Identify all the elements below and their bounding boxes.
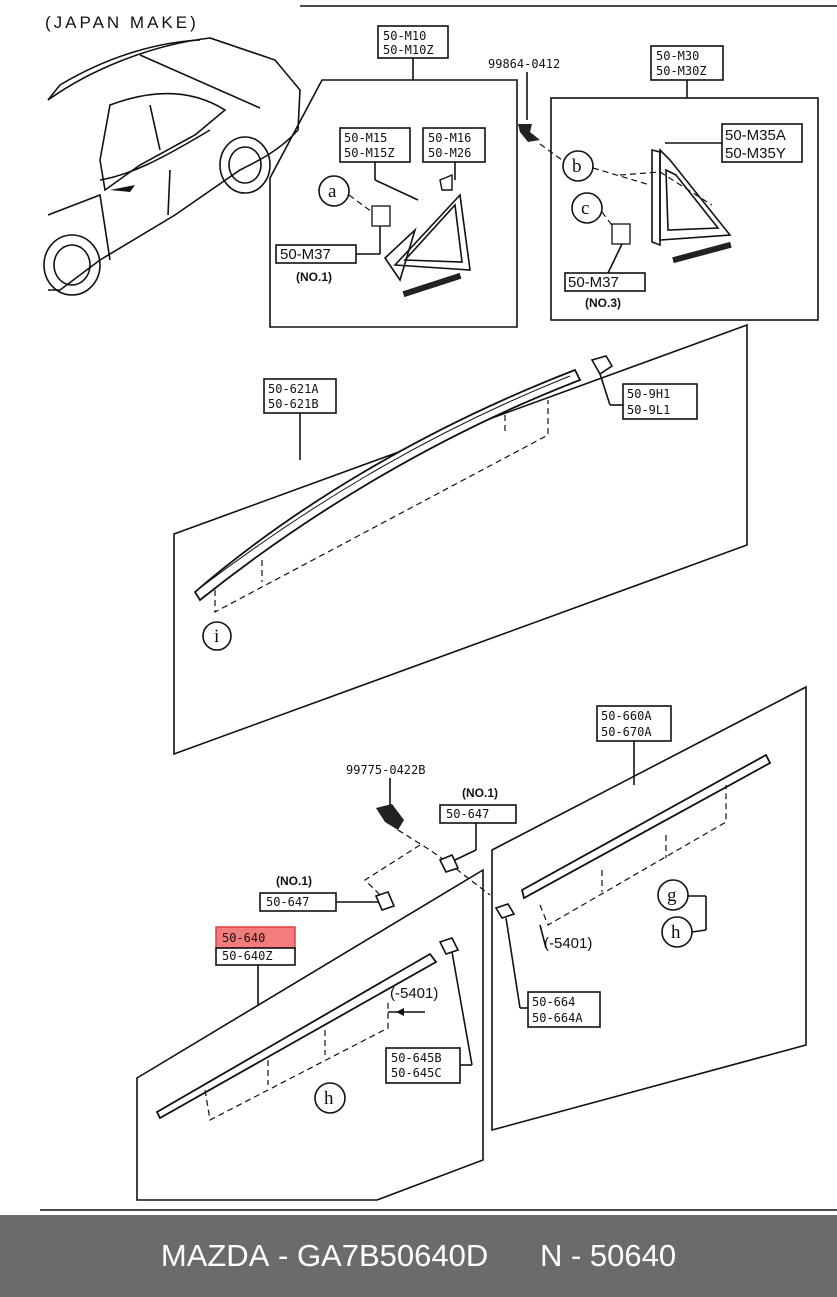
label-50-m35y: 50-M35Y	[725, 145, 786, 162]
callout-c: c	[581, 198, 589, 219]
label-50-670a: 50-670A	[601, 725, 652, 739]
label-50-647-upper: 50-647	[446, 807, 489, 821]
label-50-m30z: 50-M30Z	[656, 64, 707, 78]
clip-647-upper	[438, 804, 517, 873]
callout-h-rear: h	[671, 922, 681, 943]
label-50-647-lower: 50-647	[266, 895, 309, 909]
label-5401-front: (-5401)	[390, 985, 438, 1002]
label-5401-rear: (-5401)	[544, 935, 592, 952]
footer-sep-2: -	[562, 1238, 590, 1273]
callout-h-front: h	[324, 1088, 334, 1109]
footer-sep-1: -	[269, 1238, 297, 1273]
label-50-m16: 50-M16	[428, 131, 471, 145]
panel-belt-molding-front	[136, 868, 484, 1201]
footer-n-label: N	[539, 1238, 563, 1273]
label-no3: (NO.3)	[585, 296, 621, 310]
label-50-645c: 50-645C	[391, 1066, 442, 1080]
panel-belt-molding-rear	[491, 685, 807, 1132]
label-50-9l1: 50-9L1	[627, 403, 670, 417]
label-50-660a: 50-660A	[601, 709, 652, 723]
label-50-m37-b: 50-M37	[568, 274, 619, 291]
clip-647-lower	[259, 891, 396, 912]
label-50-m10z: 50-M10Z	[383, 43, 434, 57]
callout-a: a	[328, 181, 337, 202]
label-50-645b: 50-645B	[391, 1051, 442, 1065]
label-50-9h1: 50-9H1	[627, 387, 670, 401]
panel-front-triangle	[269, 25, 518, 328]
label-99775-0422b: 99775-0422B	[346, 763, 425, 777]
footer-n-value: 50640	[589, 1238, 677, 1273]
panel-rear-triangle	[550, 45, 819, 321]
label-50-621a: 50-621A	[268, 382, 319, 396]
label-99864-0412: 99864-0412	[488, 57, 560, 71]
callout-letters: a b c i g h h	[214, 156, 681, 1109]
car-illustration	[43, 37, 301, 296]
label-50-664: 50-664	[532, 995, 575, 1009]
label-50-m26: 50-M26	[428, 146, 471, 160]
panel-roof-molding	[173, 323, 748, 756]
label-no1-a: (NO.1)	[296, 270, 332, 284]
callout-b: b	[572, 156, 582, 177]
screw-99864	[518, 72, 563, 161]
label-50-m15: 50-M15	[344, 131, 387, 145]
part-labels: 50-M10 50-M10Z 50-M15 50-M15Z 50-M16 50-…	[222, 29, 786, 1080]
label-50-640: 50-640	[222, 931, 265, 945]
footer-bar: MAZDA - GA7B50640D N - 50640	[0, 1215, 837, 1297]
callout-g: g	[667, 885, 677, 906]
footer-gap	[488, 1238, 540, 1274]
label-no1-b: (NO.1)	[462, 786, 498, 800]
label-50-m30: 50-M30	[656, 49, 699, 63]
label-50-m15z: 50-M15Z	[344, 146, 395, 160]
label-50-640z: 50-640Z	[222, 949, 273, 963]
label-no1-c: (NO.1)	[276, 874, 312, 888]
label-50-m37-a: 50-M37	[280, 246, 331, 263]
label-50-m35a: 50-M35A	[725, 127, 786, 144]
footer-brand: MAZDA	[160, 1238, 270, 1273]
label-50-664a: 50-664A	[532, 1011, 583, 1025]
parts-diagram: (JAPAN MAKE)	[40, 5, 837, 1211]
callout-i: i	[214, 626, 219, 647]
footer-caption: MAZDA - GA7B50640D N - 50640	[0, 1215, 837, 1297]
footer-part-number: GA7B50640D	[296, 1238, 489, 1273]
label-50-m10: 50-M10	[383, 29, 426, 43]
label-50-621b: 50-621B	[268, 397, 319, 411]
japan-make-note: (JAPAN MAKE)	[45, 13, 199, 32]
